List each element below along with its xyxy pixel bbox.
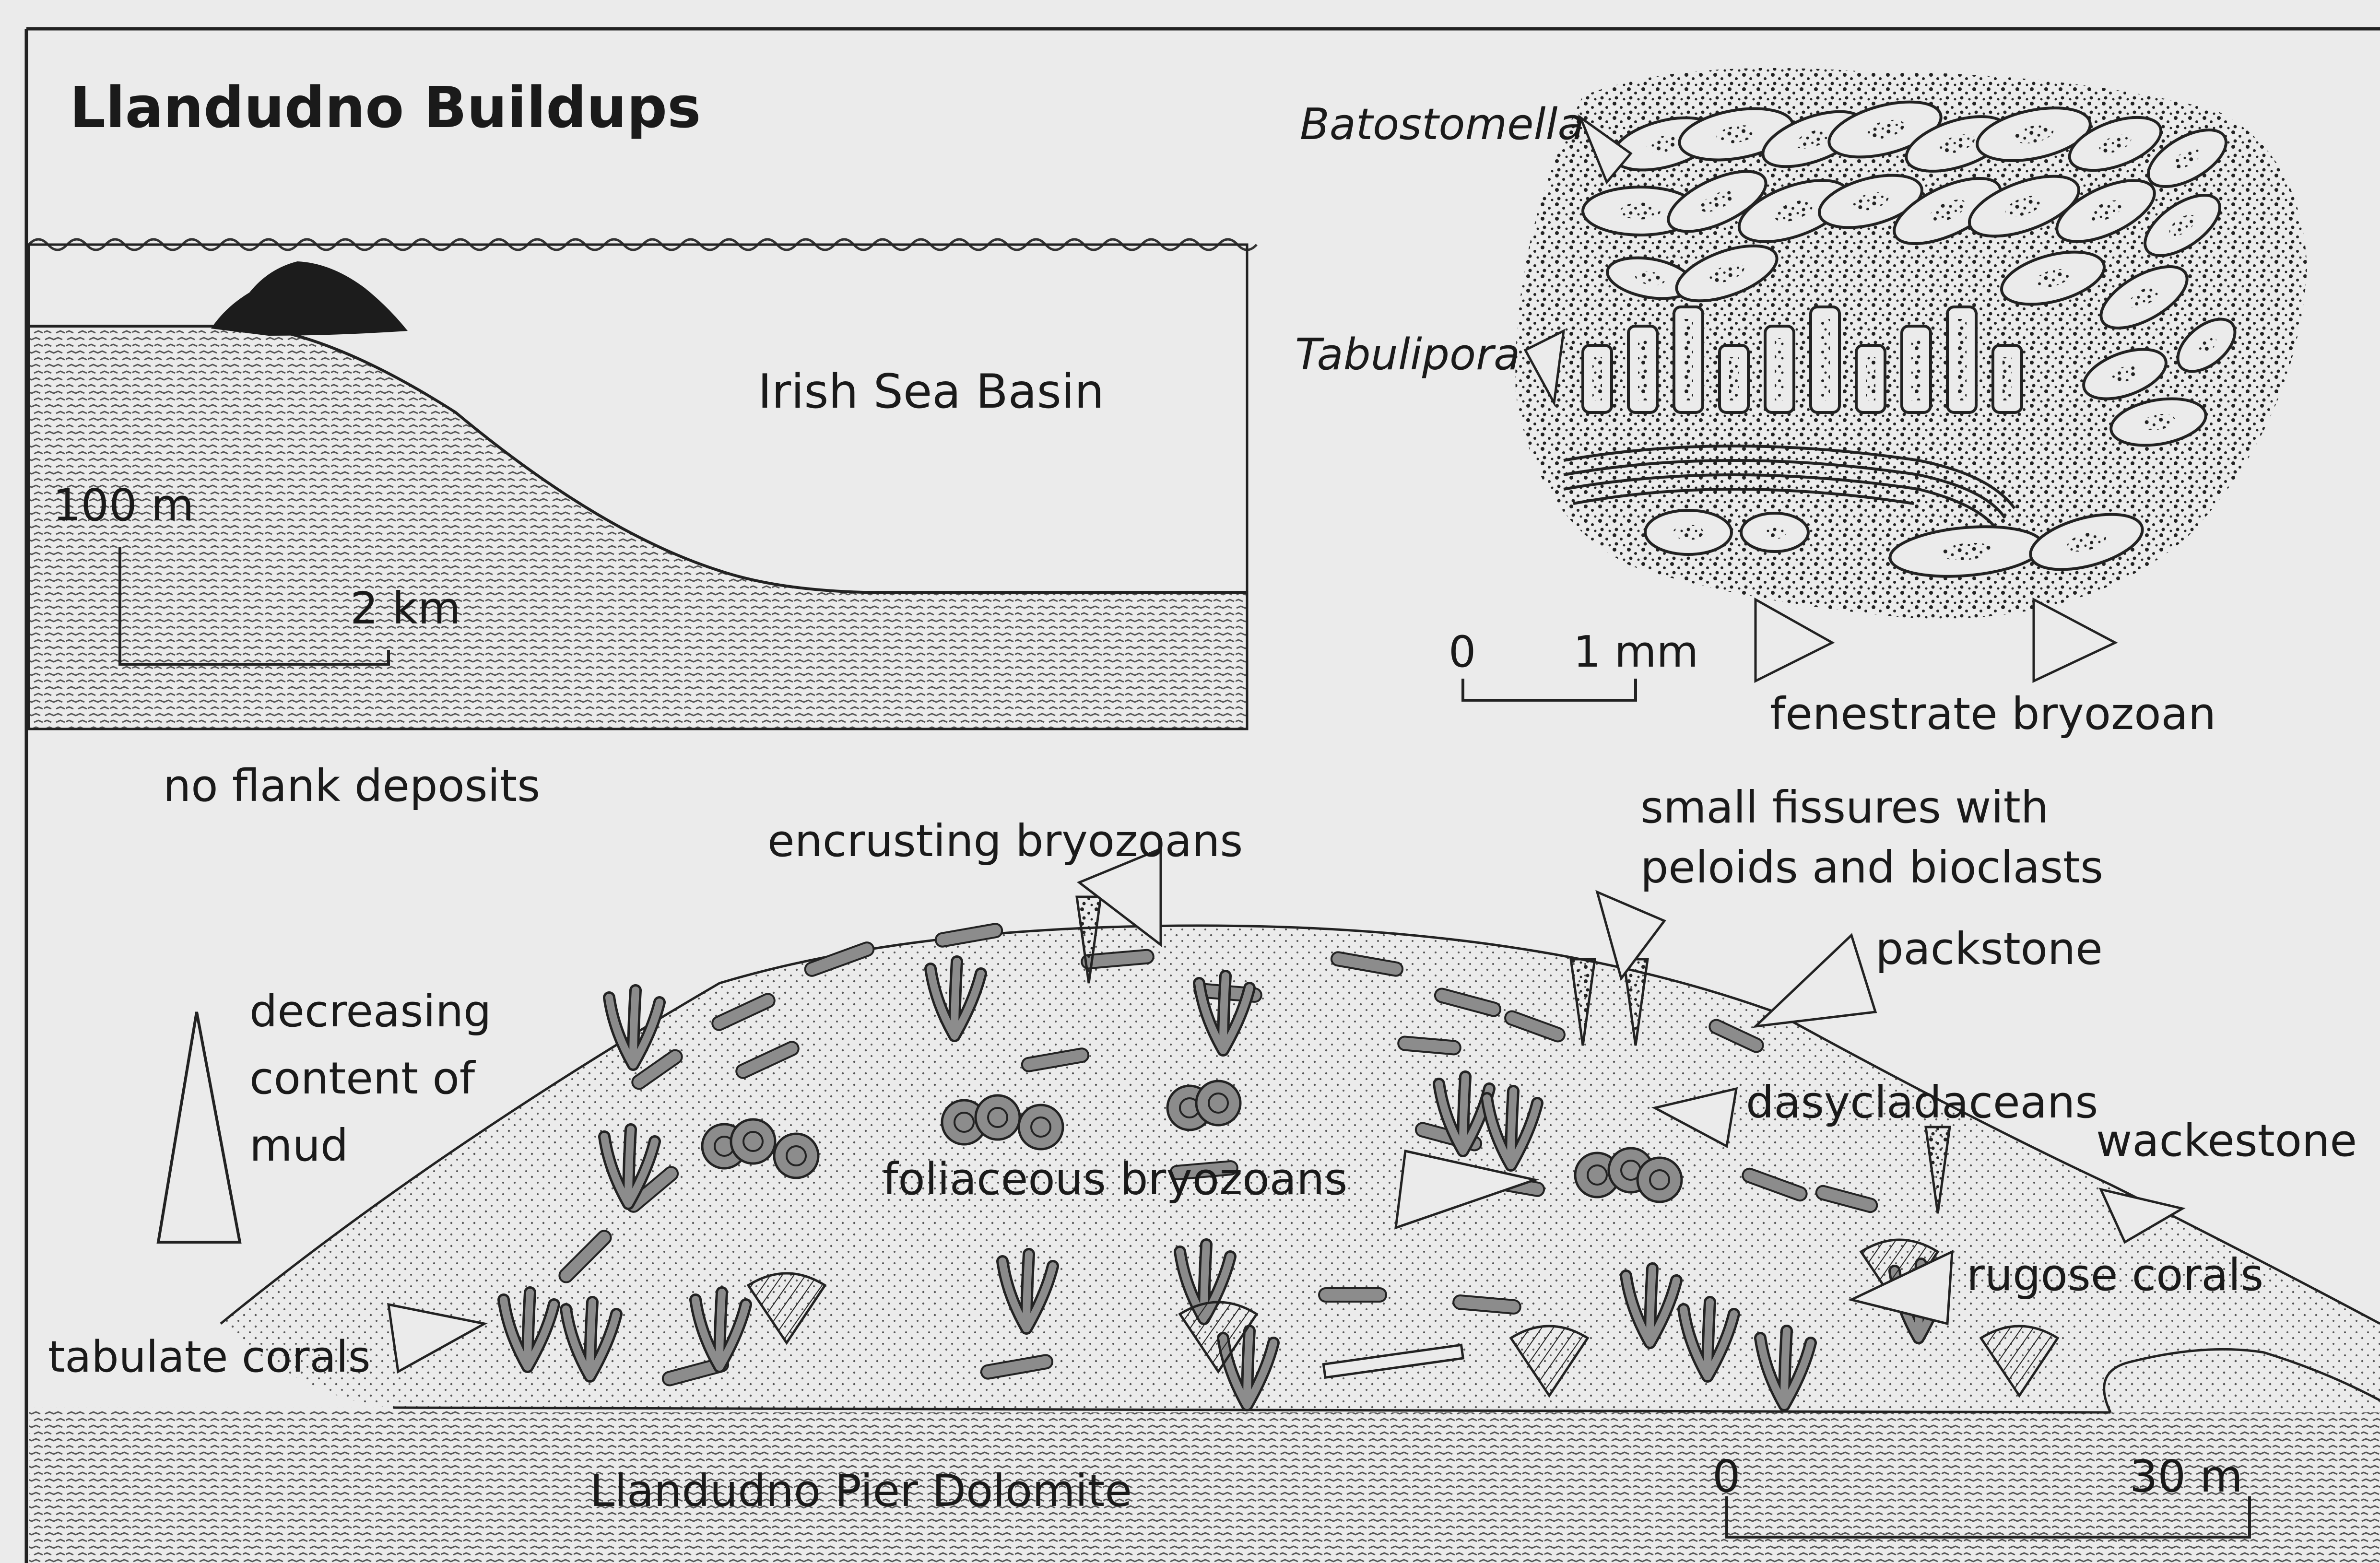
- base-label: Llandudno Pier Dolomite: [590, 1465, 1132, 1516]
- tabulipora-tube-core: [1775, 338, 1784, 400]
- packstone-label: packstone: [1875, 923, 2103, 975]
- encrusting-label: encrusting bryozoans: [767, 815, 1243, 867]
- thin-section-cell-core: [1763, 526, 1787, 539]
- tabulipora-tube-core: [1820, 319, 1830, 400]
- tabulipora-tube-core: [1866, 357, 1875, 400]
- fenestrate-pointer-left: [1756, 599, 1832, 681]
- thin-section-scale-zero: 0: [1449, 627, 1476, 677]
- vertical-scale-label: 100 m: [53, 480, 194, 531]
- foliaceous-bryozoan: [774, 1134, 818, 1178]
- rugose-label: rugose corals: [1967, 1249, 2263, 1301]
- buildup-panel: decreasing content of mud encrusting bry…: [29, 782, 2380, 1563]
- horizontal-scale-label: 2 km: [350, 583, 461, 634]
- fissures-label-line-1: small fissures with: [1640, 782, 2049, 833]
- fenestrate-pointer-right: [2034, 599, 2115, 681]
- fissures-label-line-2: peloids and bioclasts: [1640, 842, 2103, 893]
- fenestrate-label: fenestrate bryozoan: [1770, 688, 2216, 740]
- foliaceous-bryozoan: [1638, 1158, 1682, 1202]
- foliaceous-bryozoan: [976, 1095, 1020, 1140]
- foliaceous-bryozoan: [1019, 1105, 1063, 1149]
- shelf-buildup: [211, 261, 408, 336]
- foliaceous-bryozoan: [731, 1119, 775, 1163]
- encrusting-bryozoan: [1319, 1288, 1386, 1302]
- flank-note: no flank deposits: [163, 760, 540, 811]
- foliaceous-bryozoan: [1196, 1081, 1240, 1125]
- tabulate-label: tabulate corals: [48, 1332, 371, 1382]
- tabulipora-tube-core: [2003, 357, 2012, 400]
- buildup-scale-zero: 0: [1712, 1451, 1741, 1502]
- tabulipora-tube-core: [1957, 319, 1967, 400]
- thin-section-cell-core: [1620, 203, 1661, 220]
- thin-section-scale-bar: 0 1 mm: [1449, 627, 1698, 700]
- tabulipora-tube-core: [1684, 319, 1693, 400]
- thin-section-cell-core: [1673, 525, 1704, 540]
- mud-note-line-2: content of: [249, 1053, 476, 1104]
- foliaceous-label: foliaceous bryozoans: [883, 1153, 1347, 1205]
- tabulipora-tube-core: [1638, 338, 1648, 400]
- tabulipora-tube-core: [1592, 357, 1602, 400]
- buildup-scale-unit: 30 m: [2130, 1451, 2243, 1502]
- dolomite-base: [29, 1408, 2380, 1563]
- wackestone-label: wackestone: [2096, 1115, 2357, 1166]
- thin-section-scale-unit: 1 mm: [1573, 627, 1698, 677]
- dasycladaceans-label: dasycladaceans: [1746, 1077, 2098, 1128]
- batostomella-label: Batostomella: [1300, 99, 1584, 150]
- cross-section-panel: Irish Sea Basin 100 m 2 km no flank depo…: [29, 239, 1257, 811]
- figure-title: Llandudno Buildups: [70, 74, 701, 141]
- tabulipora-tube-core: [1911, 338, 1921, 400]
- mud-note-line-1: decreasing: [249, 986, 492, 1037]
- basin-label: Irish Sea Basin: [758, 364, 1104, 419]
- mud-note-line-3: mud: [249, 1120, 348, 1171]
- mud-gradient-triangle: [158, 1012, 240, 1242]
- packstone-pointer: [1756, 935, 1875, 1026]
- tabulipora-label: Tabulipora: [1295, 329, 1520, 380]
- tabulipora-tube-core: [1729, 357, 1739, 400]
- thin-section-panel: Batostomella Tabulipora fenestrate bryoz…: [1295, 68, 2307, 740]
